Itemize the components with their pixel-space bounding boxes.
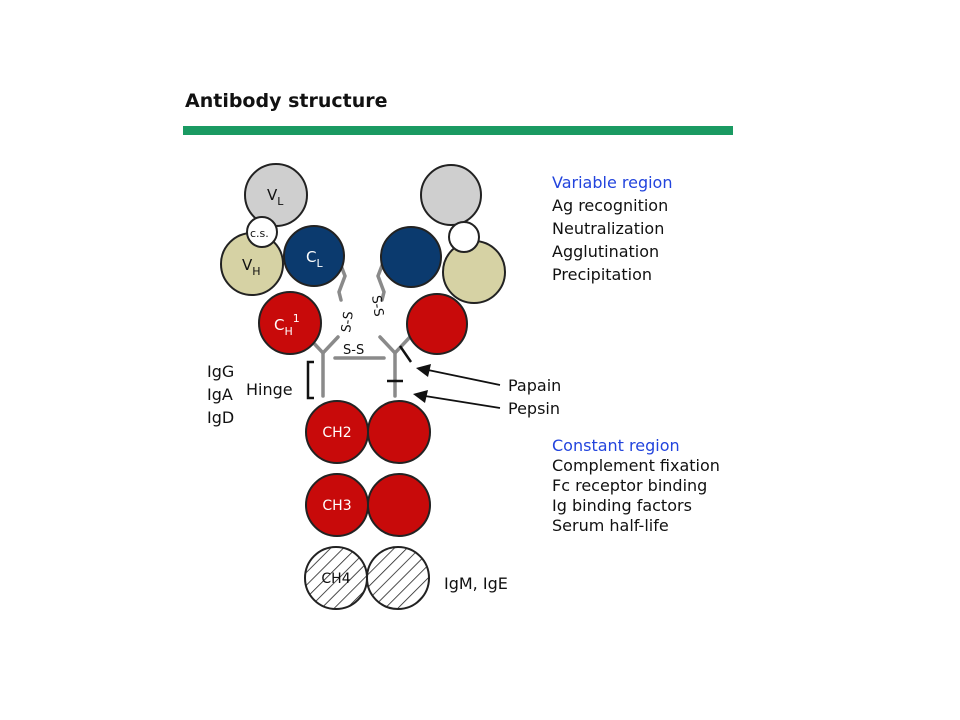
- ch3-label: CH3: [322, 498, 351, 514]
- constant-region-function: Fc receptor binding: [552, 476, 708, 495]
- papain-label: Papain: [508, 376, 562, 395]
- diagram-title: Antibody structure: [185, 90, 388, 112]
- cl-label: CL: [306, 248, 323, 270]
- variable-region-function: Neutralization: [552, 219, 665, 238]
- constant-region-heading: Constant region: [552, 436, 680, 455]
- ch4-isotypes-label: IgM, IgE: [444, 574, 508, 593]
- constant-region-function: Complement fixation: [552, 456, 720, 475]
- hinge-bracket: [306, 360, 314, 400]
- right-ch2-domain: [367, 400, 431, 464]
- variable-region-function: Ag recognition: [552, 196, 669, 215]
- papain-arrow: [416, 364, 501, 386]
- isotype-label: IgA: [207, 385, 233, 404]
- ch4-label: CH4: [321, 571, 350, 587]
- title-rule: [183, 126, 733, 135]
- left-cl-domain: [283, 225, 345, 287]
- variable-region-function: Precipitation: [552, 265, 653, 284]
- constant-region-function: Ig binding factors: [552, 496, 692, 515]
- variable-region-heading: Variable region: [552, 173, 673, 192]
- vl-label: VL: [267, 186, 284, 208]
- right-cs-domain: [448, 221, 480, 253]
- right-ss-label: S-S: [368, 294, 386, 317]
- right-ch1-domain: [406, 293, 468, 355]
- ch2-label: CH2: [322, 425, 351, 441]
- left-cs-domain: [246, 216, 278, 248]
- constant-region-function: Serum half-life: [552, 516, 669, 535]
- right-vl-domain: [420, 164, 482, 226]
- variable-region-function: Agglutination: [552, 242, 660, 261]
- ch1-label: CH1: [274, 312, 300, 338]
- papain-cleavage-mark: [398, 345, 413, 363]
- pepsin-label: Pepsin: [508, 399, 560, 418]
- right-cl-domain: [380, 226, 442, 288]
- vh-label: VH: [242, 256, 261, 278]
- isotype-label: IgD: [207, 408, 235, 427]
- center-ss-label: S-S: [343, 343, 364, 358]
- isotype-label: IgG: [207, 362, 235, 381]
- hinge-label: Hinge: [246, 380, 293, 399]
- pepsin-arrow: [413, 390, 501, 409]
- right-vh-domain: [442, 240, 506, 304]
- left-ch1-domain: [258, 291, 322, 355]
- right-ch3-domain: [367, 473, 431, 537]
- left-ss-label: S-S: [339, 310, 357, 333]
- cs-label: c.s.: [250, 227, 269, 240]
- right-ch4-domain: [366, 546, 430, 610]
